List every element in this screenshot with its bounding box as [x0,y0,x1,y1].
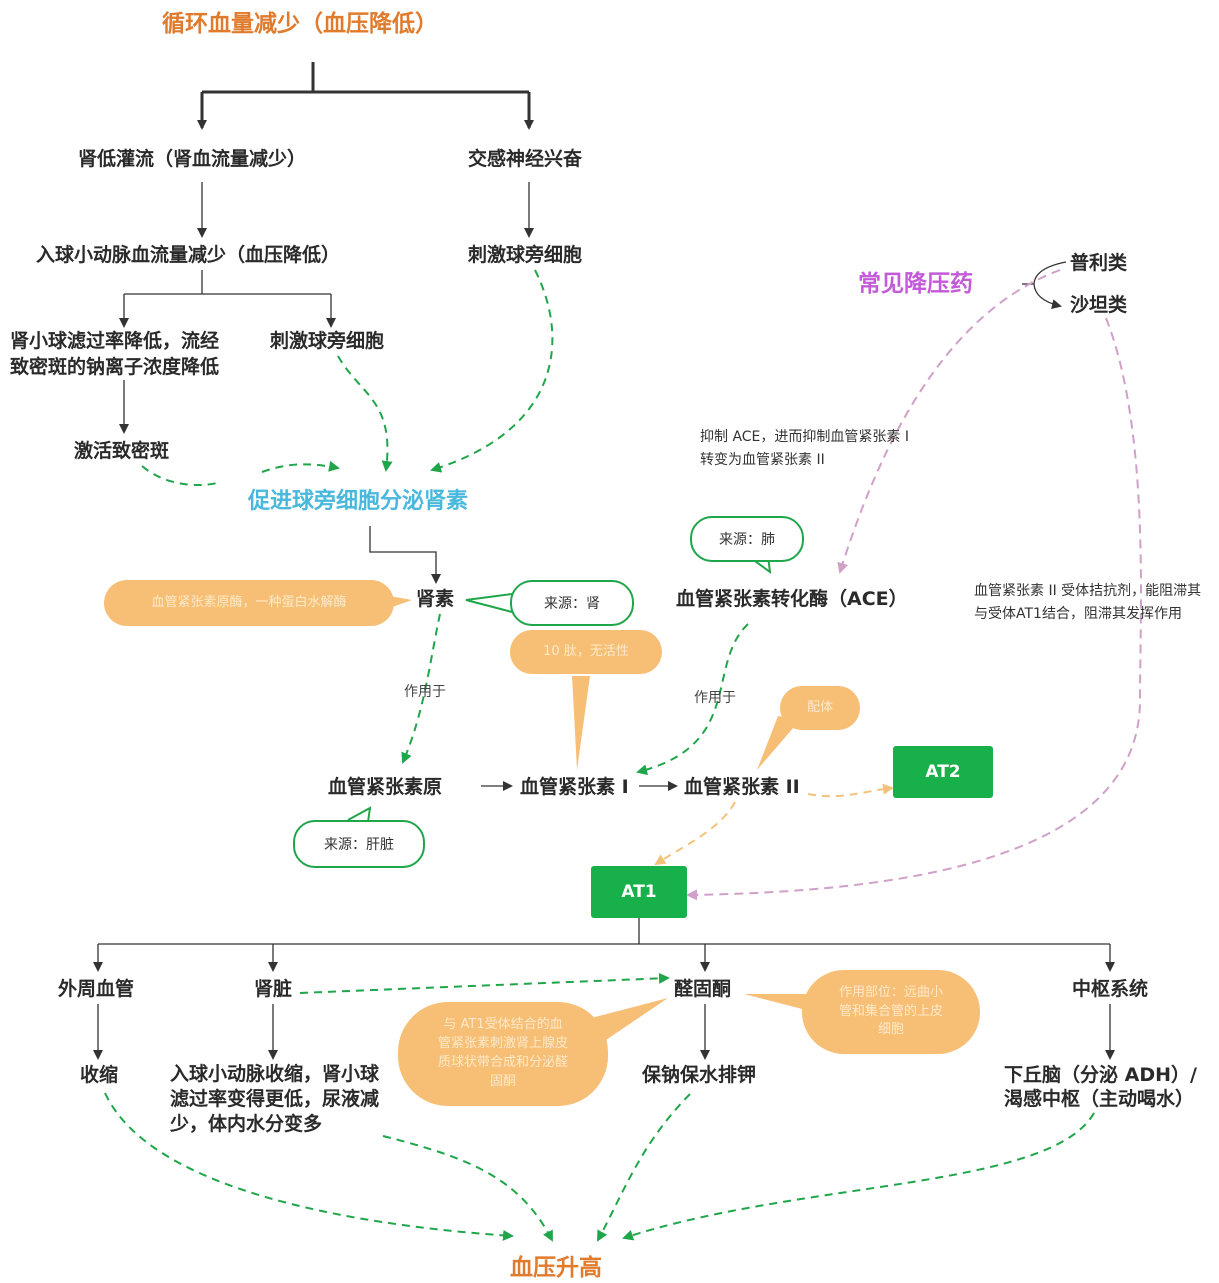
node-angiotensin-1: 血管紧张素 I [520,776,629,798]
renin-note-bubble: 血管紧张素原酶，一种蛋白水解酶 [104,580,394,626]
node-hypothalamus-line2: 渴感中枢（主动喝水） [1004,1088,1195,1110]
ace-source-bubble: 来源：肺 [690,516,804,562]
acts-on-label-2: 作用于 [694,690,736,706]
node-angiotensin-2: 血管紧张素 II [684,776,800,798]
renin-note-text: 血管紧张素原酶，一种蛋白水解酶 [151,594,347,610]
ace-inhibitor-note-line2: 转变为血管紧张素 II [700,452,825,468]
green-dashed-flows [104,269,1095,1242]
drug-pril: 普利类 [1070,252,1128,274]
node-kidney-effect: 入球小动脉收缩，肾小球滤过率变得更低，尿液减少，体内水分变多 [170,1063,380,1136]
node-at1: AT1 [591,866,687,918]
node-at2: AT2 [893,746,993,798]
ace-source-text: 来源：肺 [719,532,775,548]
node-gfr-line1: 肾小球滤过率降低，流经 [10,330,220,352]
node-na-k: 保钠保水排钾 [642,1064,757,1086]
aldo-site-bubble: 作用部位：远曲小管和集合管的上皮细胞 [802,970,980,1054]
node-bp-rise: 血压升高 [510,1255,602,1281]
node-sympathetic: 交感神经兴奋 [468,148,583,170]
arb-note-line1: 血管紧张素 II 受体拮抗剂，能阻滞其 [974,583,1202,599]
purple-dashed-flows [686,269,1142,901]
ang1-note-text: 10 肽，无活性 [543,643,629,659]
node-macula-densa: 激活致密斑 [74,440,170,462]
node-angiotensinogen: 血管紧张素原 [328,776,443,798]
node-aldosterone: 醛固酮 [674,978,732,1000]
node-blood-volume-decrease: 循环血量减少（血压降低） [162,11,438,37]
ang1-note-bubble: 10 肽，无活性 [510,630,662,674]
node-renin-secretion: 促进球旁细胞分泌肾素 [248,489,469,514]
node-hypothalamus-line1: 下丘脑（分泌 ADH）/ [1004,1064,1197,1086]
aldo-site-text: 作用部位：远曲小管和集合管的上皮细胞 [838,984,943,1038]
node-stimulate-jg-right: 刺激球旁细胞 [468,244,583,266]
agt-source-text: 来源：肝脏 [324,837,394,853]
drugs-title: 常见降压药 [858,271,973,297]
aldo-note-text: 与 AT1受体结合的血管紧张素刺激肾上腺皮质球状带合成和分泌醛固酮 [438,1017,569,1089]
top-fork [197,62,534,130]
at2-label: AT2 [925,762,961,782]
renin-source-text: 来源：肾 [544,596,600,612]
yellow-dashed-flows [654,783,894,866]
node-kidney: 肾脏 [254,978,293,1000]
node-ace: 血管紧张素转化酶（ACE） [676,588,908,610]
at1-label: AT1 [621,882,657,902]
node-stimulate-jg-left: 刺激球旁细胞 [270,330,385,352]
node-constriction: 收缩 [80,1064,119,1086]
acts-on-label-1: 作用于 [404,684,446,700]
thin-connectors [93,182,1115,1060]
node-afferent-flow: 入球小动脉血流量减少（血压降低） [36,244,341,266]
drug-sartan: 沙坦类 [1070,294,1128,316]
node-cns: 中枢系统 [1072,978,1149,1000]
node-renal-hypoperfusion: 肾低灌流（肾血流量减少） [78,148,307,170]
ligand-note-bubble: 配体 [780,686,860,730]
agt-source-bubble: 来源：肝脏 [293,820,425,868]
arb-note-line2: 与受体AT1结合，阻滞其发挥作用 [974,606,1182,622]
ligand-note-text: 配体 [806,699,833,715]
node-renin: 肾素 [416,588,455,610]
ace-inhibitor-note-line1: 抑制 ACE，进而抑制血管紧张素 I [700,429,909,445]
aldo-note-bubble: 与 AT1受体结合的血管紧张素刺激肾上腺皮质球状带合成和分泌醛固酮 [398,1002,608,1106]
renin-source-bubble: 来源：肾 [510,580,634,626]
node-gfr-line2: 致密斑的钠离子浓度降低 [10,356,220,378]
node-peripheral-vessels: 外周血管 [58,978,135,1000]
